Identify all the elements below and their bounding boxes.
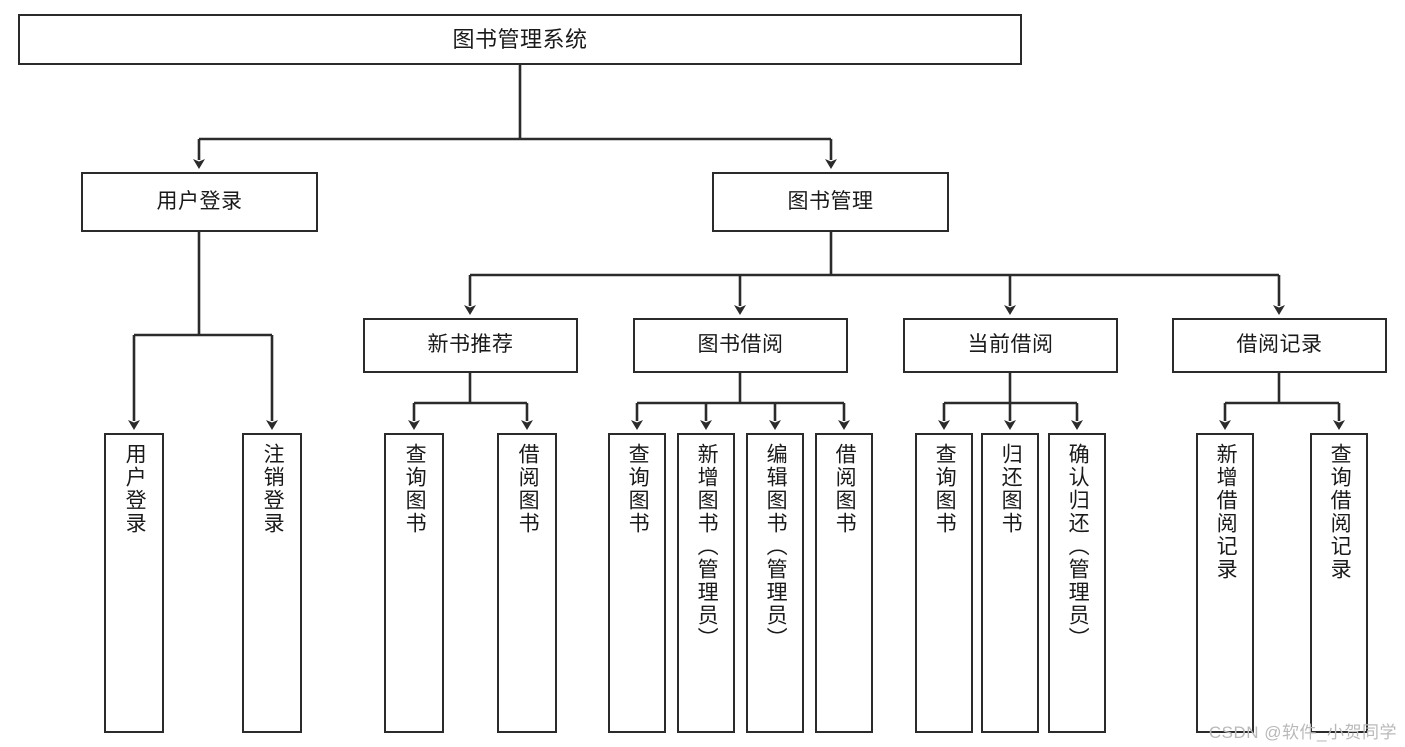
leaf-query-book-3-label: 查询图书	[933, 443, 957, 535]
node-book-manage-label: 图书管理	[787, 189, 874, 213]
watermark: CSDN @软件_小贺同学	[1208, 723, 1397, 742]
leaf-return-book-label: 归还图书	[999, 443, 1023, 535]
node-user-login-label: 用户登录	[156, 189, 243, 213]
leaf-edit-book-label: 编辑图书（管理员）	[764, 443, 788, 650]
leaf-user-login[interactable]: 用户登录	[104, 433, 164, 733]
leaf-query-book-1-label: 查询图书	[403, 443, 427, 535]
leaf-add-record-label: 新增借阅记录	[1214, 443, 1238, 581]
leaf-query-book-2-label: 查询图书	[626, 443, 650, 535]
node-root-label: 图书管理系统	[452, 26, 588, 52]
node-current-borrow[interactable]: 当前借阅	[903, 318, 1118, 373]
leaf-borrow-book-2-label: 借阅图书	[833, 443, 857, 535]
leaf-query-book-1[interactable]: 查询图书	[384, 433, 444, 733]
leaf-user-login-label: 用户登录	[123, 443, 147, 535]
node-borrow-record-label: 借阅记录	[1236, 333, 1323, 357]
leaf-confirm-return[interactable]: 确认归还（管理员）	[1048, 433, 1106, 733]
leaf-logout-login[interactable]: 注销登录	[242, 433, 302, 733]
leaf-logout-login-label: 注销登录	[261, 443, 285, 535]
node-new-book-rec-label: 新书推荐	[427, 333, 514, 357]
node-new-book-rec[interactable]: 新书推荐	[363, 318, 578, 373]
leaf-query-record[interactable]: 查询借阅记录	[1310, 433, 1368, 733]
leaf-add-record[interactable]: 新增借阅记录	[1196, 433, 1254, 733]
node-book-manage[interactable]: 图书管理	[712, 172, 949, 232]
leaf-query-record-label: 查询借阅记录	[1328, 443, 1352, 581]
node-current-borrow-label: 当前借阅	[967, 333, 1054, 357]
leaf-query-book-3[interactable]: 查询图书	[915, 433, 973, 733]
leaf-borrow-book-2[interactable]: 借阅图书	[815, 433, 873, 733]
leaf-borrow-book-1[interactable]: 借阅图书	[497, 433, 557, 733]
leaf-edit-book[interactable]: 编辑图书（管理员）	[746, 433, 804, 733]
leaf-add-book[interactable]: 新增图书（管理员）	[677, 433, 735, 733]
leaf-borrow-book-1-label: 借阅图书	[516, 443, 540, 535]
node-book-borrow-label: 图书借阅	[697, 333, 784, 357]
node-root[interactable]: 图书管理系统	[18, 14, 1022, 65]
leaf-return-book[interactable]: 归还图书	[981, 433, 1039, 733]
node-book-borrow[interactable]: 图书借阅	[633, 318, 848, 373]
leaf-add-book-label: 新增图书（管理员）	[695, 443, 719, 650]
node-user-login[interactable]: 用户登录	[81, 172, 318, 232]
node-borrow-record[interactable]: 借阅记录	[1172, 318, 1387, 373]
leaf-query-book-2[interactable]: 查询图书	[608, 433, 666, 733]
leaf-confirm-return-label: 确认归还（管理员）	[1066, 443, 1090, 650]
